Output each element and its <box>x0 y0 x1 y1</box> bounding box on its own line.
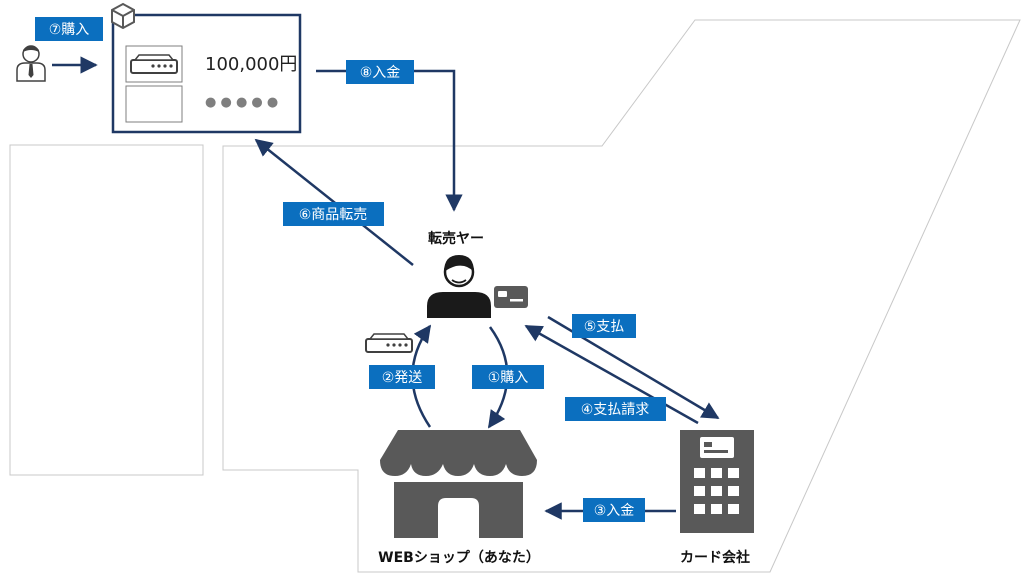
svg-text:④支払請求: ④支払請求 <box>581 402 650 418</box>
listing-thumbnail-empty <box>125 85 183 123</box>
card-company-building-icon <box>680 430 754 533</box>
shop-label: WEBショップ（あなた） <box>378 550 540 566</box>
svg-text:②発送: ②発送 <box>382 370 423 386</box>
svg-text:⑧入金: ⑧入金 <box>360 65 401 81</box>
listing-rating-dots: ● ● ● ● ● <box>205 95 278 110</box>
listing-price: 100,000円 <box>205 54 297 75</box>
background-panel-main <box>222 19 1021 573</box>
buyer-icon <box>16 45 46 82</box>
router-icon <box>130 54 178 74</box>
arrow-billing-to-reseller <box>524 324 699 425</box>
step-label-6: ⑥商品転売 <box>283 202 384 226</box>
box-icon <box>111 2 135 30</box>
step-label-5: ⑤支払 <box>572 314 636 338</box>
step-label-1: ①購入 <box>472 365 544 389</box>
store-icon <box>380 430 537 538</box>
credit-card-icon <box>494 286 528 308</box>
svg-text:①購入: ①購入 <box>488 370 529 386</box>
arrow-market-deposit-to-reseller <box>316 69 463 212</box>
step-label-7: ⑦購入 <box>35 17 103 41</box>
router-icon-shipping <box>365 333 413 353</box>
svg-text:③入金: ③入金 <box>594 503 635 519</box>
step-label-8: ⑧入金 <box>346 60 414 84</box>
step-label-2: ②発送 <box>369 365 435 389</box>
background-panel-left <box>9 144 204 476</box>
svg-text:⑥商品転売: ⑥商品転売 <box>299 207 368 223</box>
svg-text:⑦購入: ⑦購入 <box>49 22 90 38</box>
card-company-label: カード会社 <box>680 549 750 566</box>
svg-text:⑤支払: ⑤支払 <box>584 319 625 335</box>
step-label-3: ③入金 <box>583 498 645 522</box>
step-label-4: ④支払請求 <box>565 397 666 421</box>
reseller-label: 転売ヤー <box>428 230 484 247</box>
reseller-icon <box>427 255 491 318</box>
